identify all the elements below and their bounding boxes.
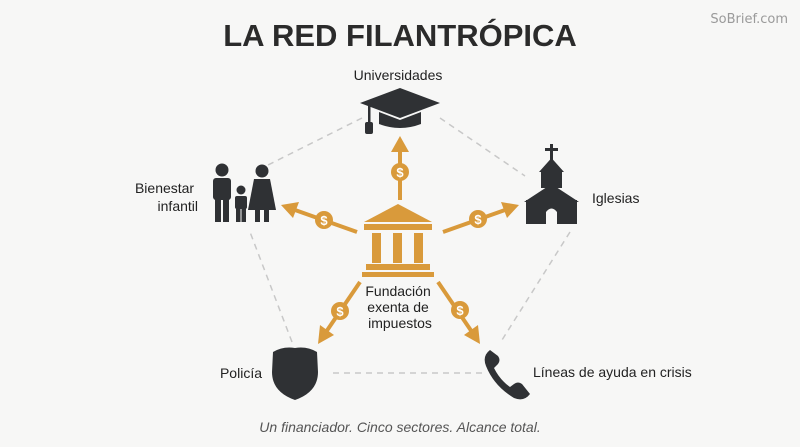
arrow-to-bienestar: $ [281,202,358,234]
dashed-connections [249,117,571,374]
arrow-to-lineas-de-ayuda: $ [436,280,480,344]
arrow-to-universidades: $ [391,136,409,200]
bank-building-icon [362,204,434,277]
dollar-badge [451,301,469,319]
phone-icon [484,350,530,400]
node-label-universidades: Universidades [354,67,443,83]
dollar-sign: $ [474,212,482,227]
center-label-line: Fundación [365,283,430,299]
diagram-title: LA RED FILANTRÓPICA [223,17,577,53]
dollar-badge [469,210,487,228]
node-label-lineas: Líneas de ayuda en crisis [533,364,692,380]
center-label-line: exenta de [367,299,429,315]
arrow-to-iglesias: $ [442,202,519,234]
dollar-sign: $ [396,165,404,180]
graduation-cap-icon [360,88,440,134]
center-label: Fundación exenta de impuestos [365,283,434,331]
dollar-sign: $ [456,303,464,318]
dollar-badge [315,211,333,229]
arrow-to-policia: $ [318,280,362,344]
dollar-sign: $ [336,304,344,319]
center-label-line: impuestos [368,315,432,331]
caption: Un financiador. Cinco sectores. Alcance … [259,419,540,435]
node-label-policia: Policía [220,365,262,381]
node-label-line: infantil [158,198,198,214]
dollar-badge [391,163,409,181]
watermark: SoBrief.com [710,12,788,27]
police-shield-icon [272,347,318,400]
node-label-iglesias: Iglesias [592,190,639,206]
church-icon [524,144,579,224]
dollar-badge [331,302,349,320]
node-label-line: Bienestar [135,180,194,196]
node-label-bienestar: Bienestar infantil [135,180,198,214]
family-icon [213,163,276,222]
dollar-sign: $ [320,213,328,228]
